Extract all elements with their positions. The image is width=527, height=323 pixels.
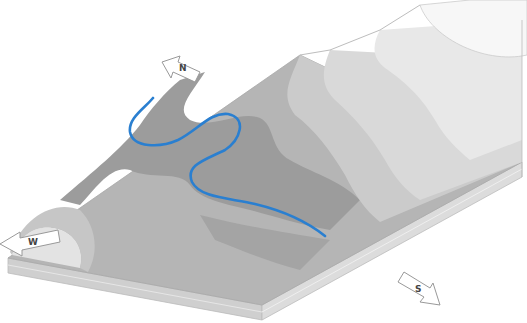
river [130, 98, 325, 236]
plateau [420, 0, 527, 57]
north-arrow [162, 56, 200, 82]
west-arrow [0, 230, 60, 256]
compass-letter: S [415, 285, 421, 294]
south-arrow [398, 272, 440, 305]
compass-letter: W [28, 238, 38, 247]
compass-letter: N [179, 64, 187, 73]
